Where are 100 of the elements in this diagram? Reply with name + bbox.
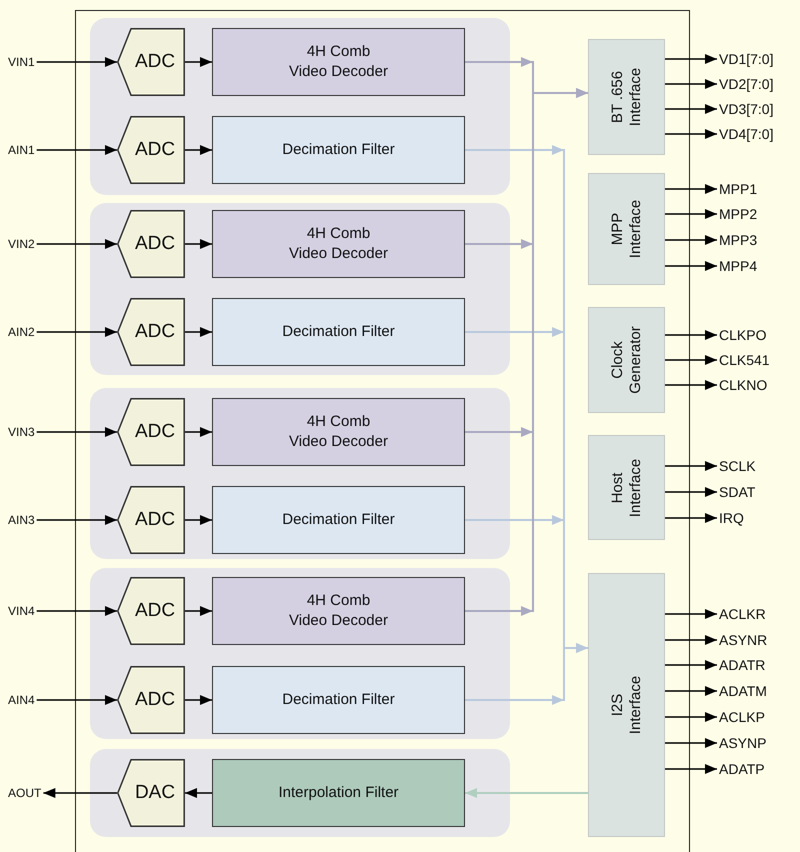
- pin-label: ASYNP: [719, 734, 766, 752]
- block-label: ADC: [134, 689, 176, 711]
- pin-label: MPP2: [719, 205, 758, 223]
- arrow: [665, 660, 717, 670]
- arrow: [185, 788, 212, 798]
- arrow: [665, 686, 717, 696]
- arrow: [665, 54, 717, 64]
- arrow: [665, 738, 717, 748]
- block-label: MPP Interface: [608, 198, 644, 260]
- pin-label: ADATM: [719, 682, 767, 700]
- pin-label: VIN4: [8, 602, 35, 620]
- block-label: 4H Comb Video Decoder: [288, 412, 389, 452]
- pin-label: VD3[7:0]: [719, 100, 774, 118]
- arrow: [185, 427, 212, 437]
- block-label: ADC: [134, 421, 176, 443]
- arrow: [665, 764, 717, 774]
- pin-label: VIN3: [8, 423, 35, 441]
- process-block: [212, 210, 465, 278]
- interface-block: [588, 39, 665, 155]
- block-label: 4H Comb Video Decoder: [288, 224, 389, 264]
- block-label: Clock Generator: [608, 325, 644, 396]
- process-block: [212, 577, 465, 645]
- block-label: ADC: [134, 51, 176, 73]
- pin-label: CLK541: [719, 351, 770, 369]
- arrow: [36, 239, 117, 249]
- pin-label: VIN1: [8, 53, 35, 71]
- arrow: [665, 461, 717, 471]
- block-label: Decimation Filter: [282, 510, 395, 530]
- pin-label: CLKNO: [719, 376, 768, 394]
- pin-label: ADATP: [719, 760, 765, 778]
- group-panel: [90, 18, 510, 195]
- arrow: [665, 129, 717, 139]
- block-label: Host Interface: [608, 457, 644, 519]
- arrow: [665, 209, 717, 219]
- process-block: [212, 486, 465, 554]
- pin-label: AIN1: [8, 141, 35, 159]
- arrow: [665, 635, 717, 645]
- arrow: [665, 355, 717, 365]
- arrow: [36, 57, 117, 67]
- arrow: [185, 515, 212, 525]
- interface-block: [588, 435, 665, 540]
- pin-label: MPP4: [719, 257, 758, 275]
- group-panel: [90, 568, 510, 739]
- pin-label: VD1[7:0]: [719, 50, 774, 68]
- arrow: [465, 88, 588, 612]
- block-label: BT .656 Interface: [608, 66, 644, 128]
- pin-label: AIN4: [8, 691, 35, 709]
- block-label: 4H Comb Video Decoder: [288, 42, 389, 82]
- process-block: [212, 28, 465, 96]
- arrow: [185, 327, 212, 337]
- pin-label: VIN2: [8, 235, 35, 253]
- process-block: [212, 759, 465, 827]
- arrow: [665, 235, 717, 245]
- block-label: Decimation Filter: [282, 322, 395, 342]
- arrow: [465, 788, 588, 798]
- arrow: [185, 57, 212, 67]
- interface-block: [588, 307, 665, 413]
- group-panel: [90, 388, 510, 559]
- block-label: 4H Comb Video Decoder: [288, 591, 389, 631]
- pin-label: CLKPO: [719, 326, 766, 344]
- arrow: [665, 104, 717, 114]
- arrow: [185, 145, 212, 155]
- block-label: ADC: [134, 321, 176, 343]
- block-label: Decimation Filter: [282, 140, 395, 160]
- pin-label: AIN2: [8, 323, 35, 341]
- pin-label: ADATR: [719, 656, 766, 674]
- group-panel: [90, 203, 510, 375]
- arrow: [36, 606, 117, 616]
- pin-label: AOUT: [8, 784, 42, 802]
- arrow: [665, 380, 717, 390]
- arrow: [185, 695, 212, 705]
- process-block: [212, 298, 465, 366]
- pin-label: VD4[7:0]: [719, 125, 774, 143]
- process-block: [212, 398, 465, 466]
- pin-label: MPP3: [719, 231, 758, 249]
- arrow: [185, 239, 212, 249]
- pin-label: AIN3: [8, 511, 35, 529]
- pin-label: IRQ: [719, 509, 744, 527]
- block-label: ADC: [134, 600, 176, 622]
- block-label: I2S Interface: [608, 674, 644, 736]
- arrow: [36, 427, 117, 437]
- block-label: ADC: [134, 139, 176, 161]
- arrow: [665, 712, 717, 722]
- arrow: [36, 695, 117, 705]
- arrow: [665, 609, 717, 619]
- chip-outline: [75, 10, 690, 852]
- arrow: [465, 643, 588, 701]
- block-label: Decimation Filter: [282, 690, 395, 710]
- arrow: [665, 79, 717, 89]
- pin-label: ASYNR: [719, 631, 768, 649]
- arrow: [665, 330, 717, 340]
- arrow: [36, 327, 117, 337]
- block-label: DAC: [134, 782, 176, 804]
- arrow: [665, 184, 717, 194]
- pin-label: SDAT: [719, 483, 756, 501]
- block-label: Interpolation Filter: [278, 783, 399, 803]
- pin-label: SCLK: [719, 457, 756, 475]
- arrow: [36, 515, 117, 525]
- arrow: [185, 606, 212, 616]
- interface-block: [588, 573, 665, 837]
